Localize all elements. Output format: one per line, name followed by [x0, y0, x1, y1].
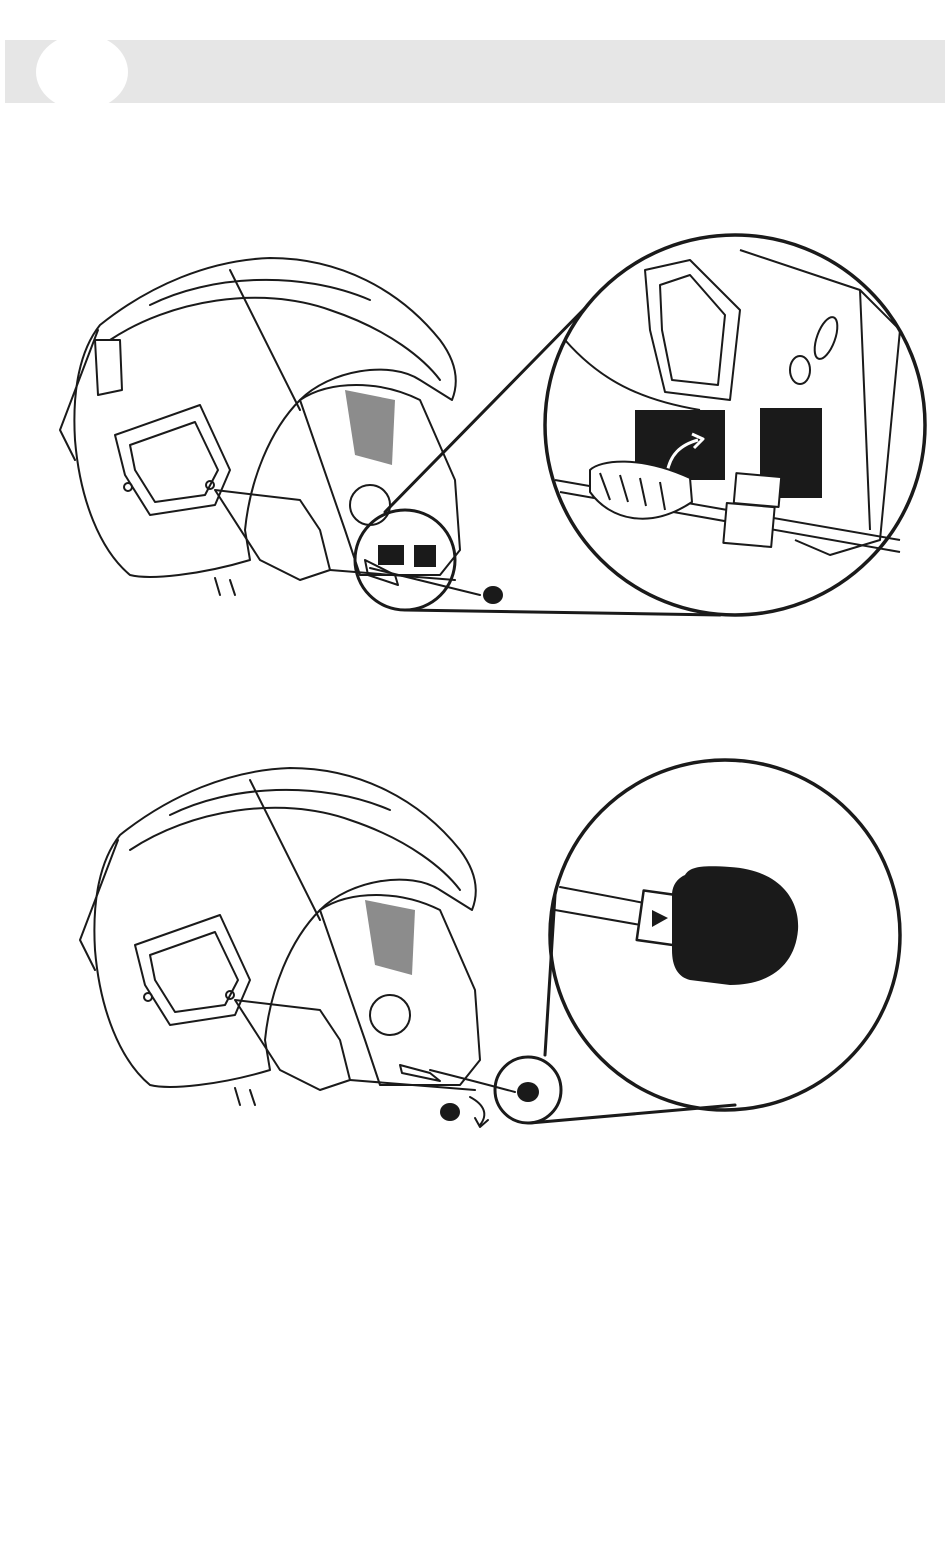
step-header-bar — [5, 40, 945, 103]
figure-2-helmet-mic-foam — [0, 755, 950, 1135]
helmet-outline-2 — [80, 768, 480, 1105]
mic-foam-detail — [672, 866, 798, 985]
helmet-outline — [60, 258, 460, 595]
figure-1-helmet-clip-attach — [0, 230, 950, 630]
mic-foam-small-2 — [517, 1082, 539, 1102]
figure-1-svg — [0, 230, 950, 630]
mic-foam-small — [483, 586, 503, 604]
pad-right-small — [414, 545, 436, 567]
zoom-source-circle — [355, 510, 455, 610]
figure-2-svg — [0, 755, 950, 1135]
detail-callout-circle — [545, 235, 925, 615]
detail-content — [555, 250, 900, 555]
step-number-badge — [36, 34, 128, 110]
mic-foam-alt-position — [440, 1103, 460, 1121]
pad-left-small — [378, 545, 404, 565]
